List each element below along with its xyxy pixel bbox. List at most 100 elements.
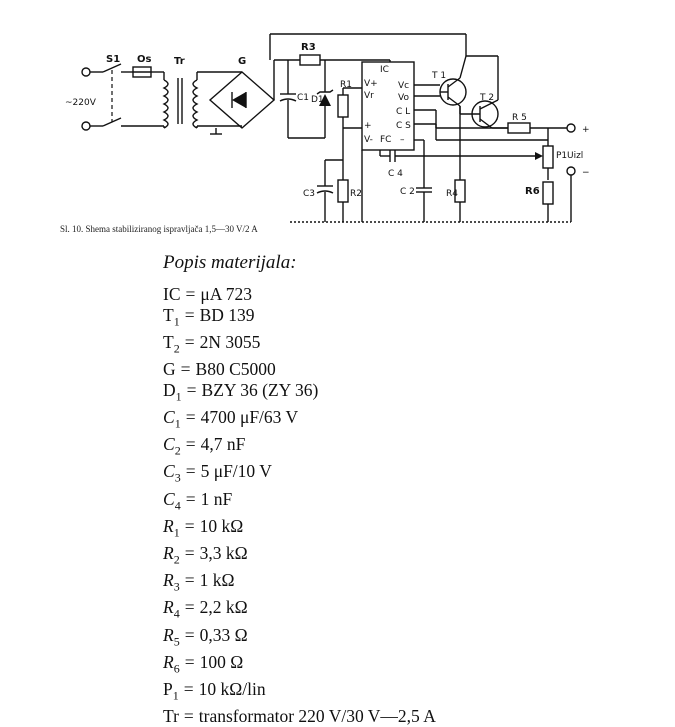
part-symbol: T2 — [163, 332, 180, 359]
part-value: B80 C5000 — [195, 359, 276, 380]
part-row: R3=1 kΩ — [163, 570, 563, 597]
cs-label: C S — [396, 121, 411, 131]
part-row: R4=2,2 kΩ — [163, 597, 563, 624]
part-value: transformator 220 V/30 V—2,5 A — [198, 706, 436, 727]
part-row: G=B80 C5000 — [163, 359, 563, 380]
part-symbol-letter: T — [163, 331, 174, 352]
capacitor-c1: C1 — [279, 60, 309, 138]
r3-label: R3 — [301, 42, 316, 53]
capacitor-c3: C3 — [303, 159, 343, 222]
part-value: 2N 3055 — [199, 331, 261, 352]
equals-sign: = — [185, 407, 196, 428]
part-symbol: C2 — [163, 434, 181, 461]
p1-label: P1 — [556, 151, 567, 161]
tr-label: Tr — [174, 56, 185, 67]
part-value: 4,7 nF — [200, 434, 246, 455]
fuse-os: Os — [121, 54, 164, 127]
part-symbol-letter: C — [163, 488, 175, 509]
part-symbol-index: 1 — [175, 389, 182, 404]
r1-label: R1 — [340, 80, 352, 90]
minus-cs-label: – — [400, 135, 405, 145]
part-value: 4700 μF/63 V — [200, 407, 299, 428]
part-row: C2=4,7 nF — [163, 434, 563, 461]
part-symbol-letter: G — [163, 359, 176, 380]
transistor-t2: T 2 — [459, 93, 508, 129]
part-symbol-letter: Tr — [163, 706, 179, 727]
part-symbol-index: 1 — [174, 416, 181, 431]
rails — [269, 33, 467, 100]
part-value: 0,33 Ω — [199, 624, 248, 645]
part-row: R6=100 Ω — [163, 652, 563, 679]
part-symbol: R1 — [163, 516, 180, 543]
vplus-label: V+ — [364, 79, 378, 89]
part-symbol-index: 1 — [173, 314, 180, 329]
part-symbol: R5 — [163, 625, 180, 652]
part-symbol-index: 4 — [174, 498, 181, 513]
vo-label: Vo — [398, 93, 409, 103]
part-symbol-index: 5 — [173, 634, 180, 649]
resistor-r2: R2 — [337, 128, 362, 222]
part-row: T1=BD 139 — [163, 305, 563, 332]
part-symbol-index: 1 — [173, 525, 180, 540]
ic-label: IC — [380, 65, 389, 75]
part-symbol: IC — [163, 284, 181, 305]
part-symbol: P1 — [163, 679, 179, 706]
resistor-r3: R3 — [299, 42, 390, 66]
os-label: Os — [137, 54, 152, 65]
equals-sign: = — [185, 488, 196, 509]
equals-sign: = — [184, 624, 195, 645]
part-row: C3=5 μF/10 V — [163, 461, 563, 488]
equals-sign: = — [184, 543, 195, 564]
part-symbol-letter: C — [163, 434, 175, 455]
resistor-r1: R1 — [337, 80, 362, 129]
c1-label: C1 — [297, 93, 309, 103]
fc-label: FC — [380, 135, 391, 145]
part-row: IC=μA 723 — [163, 284, 563, 305]
part-symbol: R3 — [163, 570, 180, 597]
part-value: 1 kΩ — [199, 570, 235, 591]
equals-sign: = — [184, 515, 195, 536]
parts-list-title: Popis materijala: — [163, 252, 297, 273]
equals-sign: = — [184, 651, 195, 672]
circuit-schematic: ~220V S1 Os Tr G — [60, 33, 590, 234]
part-value: BZY 36 (ZY 36) — [201, 379, 319, 400]
part-symbol-index: 3 — [174, 470, 181, 485]
part-symbol-letter: P — [163, 679, 173, 700]
part-symbol-index: 3 — [173, 579, 180, 594]
capacitor-c2: C 2 — [400, 156, 432, 222]
transformer-tr: Tr — [162, 56, 199, 129]
part-value: 10 kΩ — [199, 515, 244, 536]
part-row: C1=4700 μF/63 V — [163, 407, 563, 434]
output-terminals: Uizl − — [566, 151, 590, 222]
part-symbol-index: 6 — [173, 661, 180, 676]
part-row: D1=BZY 36 (ZY 36) — [163, 380, 563, 407]
part-symbol-index: 1 — [172, 688, 179, 703]
part-symbol-letter: D — [163, 379, 176, 400]
r2-label: R2 — [350, 189, 362, 199]
part-value: 5 μF/10 V — [200, 461, 272, 482]
part-row: R1=10 kΩ — [163, 516, 563, 543]
r5-label: R 5 — [512, 113, 527, 123]
part-symbol-letter: R — [163, 543, 174, 564]
plus-in-label: + — [364, 121, 372, 131]
g-label: G — [238, 56, 246, 67]
part-value: μA 723 — [200, 284, 253, 304]
part-value: 100 Ω — [199, 651, 244, 672]
s1-label: S1 — [106, 54, 120, 65]
minus-out-label: − — [582, 168, 590, 178]
part-value: 1 nF — [200, 488, 233, 509]
part-symbol: C4 — [163, 489, 181, 516]
resistor-r4: R4 — [446, 106, 466, 222]
plus-out-label: + — [582, 125, 590, 135]
part-symbol: C1 — [163, 407, 181, 434]
equals-sign: = — [184, 304, 195, 325]
part-symbol: G — [163, 359, 176, 380]
bridge-rectifier-g: G — [197, 56, 276, 135]
capacitor-c4: C 4 — [379, 140, 425, 179]
d1-label: D1 — [311, 95, 324, 105]
part-value: 3,3 kΩ — [199, 543, 248, 564]
c3-label: C3 — [303, 189, 315, 199]
part-symbol-index: 2 — [173, 341, 180, 356]
